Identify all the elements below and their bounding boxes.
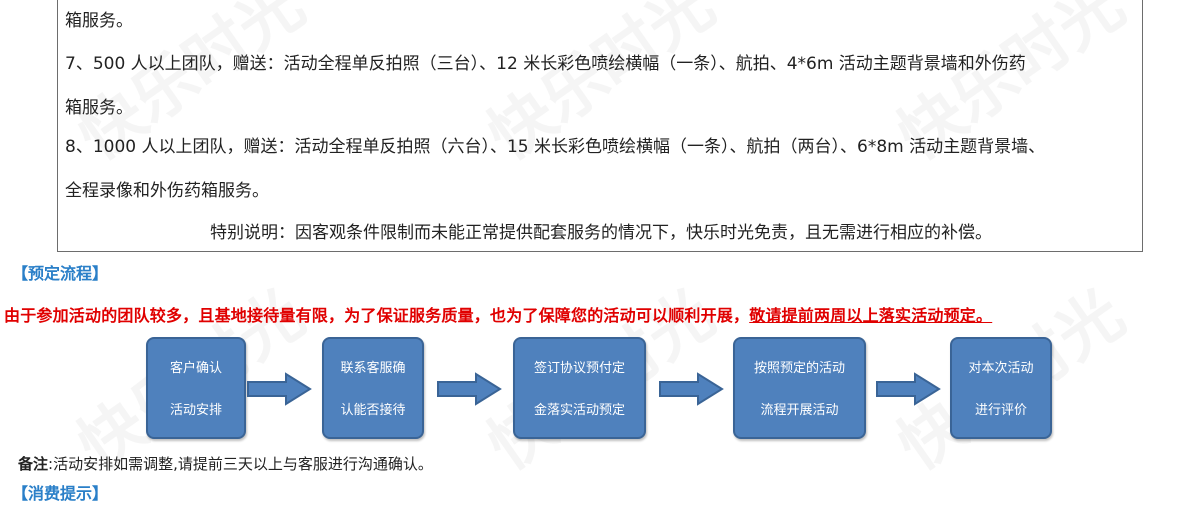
flow-step-label: 签订协议预付定: [533, 361, 625, 376]
flow-arrow-icon: [659, 372, 724, 406]
booking-notice-underlined: 敬请提前两周以上落实活动预定。: [749, 306, 993, 325]
flow-step-label: 活动安排: [169, 403, 222, 418]
flow-arrow-icon: [876, 372, 941, 406]
booking-notice: 由于参加活动的团队较多，且基地接待量有限，为了保证服务质量，也为了保障您的活动可…: [4, 305, 992, 327]
special-note: 特别说明：因客观条件限制而未能正常提供配套服务的情况下，快乐时光免责，且无需进行…: [210, 223, 992, 243]
service-line: 7、500 人以上团队，赠送：活动全程单反拍照（三台）、12 米长彩色喷绘横幅（…: [65, 54, 1026, 74]
booking-section-title: 【预定流程】: [12, 264, 109, 283]
booking-notice-main: 由于参加活动的团队较多，且基地接待量有限，为了保证服务质量，也为了保障您的活动可…: [4, 306, 750, 325]
flow-step-5: 对本次活动 进行评价: [950, 337, 1052, 439]
flow-step-4: 按照预定的活动 流程开展活动: [733, 337, 866, 439]
service-line: 箱服务。: [65, 11, 133, 31]
consumption-section-title: 【消费提示】: [12, 484, 109, 503]
flow-step-label: 联系客服确: [340, 361, 406, 376]
flow-step-label: 金落实活动预定: [533, 403, 625, 418]
flow-step-label: 按照预定的活动: [753, 361, 845, 376]
services-box: 特别说明：因客观条件限制而未能正常提供配套服务的情况下，快乐时光免责，且无需进行…: [57, 0, 1143, 252]
service-line: 8、1000 人以上团队，赠送：活动全程单反拍照（六台）、15 米长彩色喷绘横幅…: [65, 137, 1046, 157]
service-line: 全程录像和外伤药箱服务。: [65, 181, 269, 201]
flow-step-label: 流程开展活动: [760, 403, 839, 418]
flow-step-label: 对本次活动: [968, 361, 1034, 376]
remark-text: :活动安排如需调整,请提前三天以上与客服进行沟通确认。: [48, 455, 433, 473]
remark-label: 备注: [18, 455, 49, 473]
flow-arrow-icon: [437, 372, 502, 406]
flow-arrow-icon: [247, 372, 312, 406]
flow-step-label: 客户确认: [169, 361, 222, 376]
flow-step-1: 客户确认 活动安排: [146, 337, 246, 439]
flow-step-2: 联系客服确 认能否接待: [322, 337, 424, 439]
flow-step-label: 认能否接待: [340, 403, 406, 418]
booking-remark: 备注:活动安排如需调整,请提前三天以上与客服进行沟通确认。: [18, 453, 433, 475]
flow-step-label: 进行评价: [974, 403, 1027, 418]
service-line: 箱服务。: [65, 98, 133, 118]
flow-step-3: 签订协议预付定 金落实活动预定: [513, 337, 646, 439]
